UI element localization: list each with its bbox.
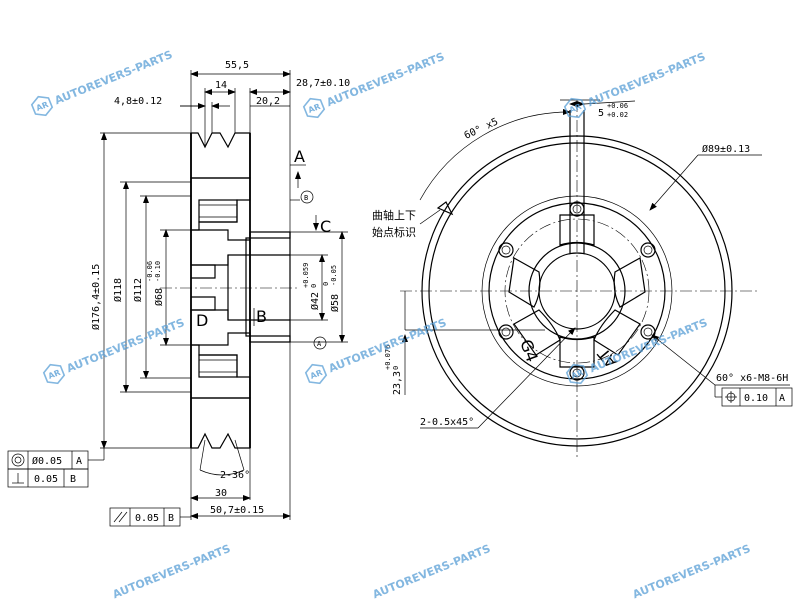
svg-text:AUTOREVERS-PARTS: AUTOREVERS-PARTS <box>111 542 233 600</box>
svg-text:AR: AR <box>307 102 322 115</box>
section-view <box>100 70 348 520</box>
dim-dia-42-lower: 0 <box>310 284 318 288</box>
datum-a-label: A <box>294 147 305 166</box>
position-value: 0.10 <box>744 393 768 404</box>
web-upper <box>190 229 291 266</box>
dim-dia-42-upper: +0.059 <box>302 263 310 288</box>
lower-groove-area <box>190 344 251 399</box>
dim-keyway-upper: +0.06 <box>607 102 628 110</box>
datum-b-label: B <box>256 307 267 326</box>
watermark-5: AR AUTOREVERS-PARTS <box>304 316 448 385</box>
dim-dia-68: Ø68 <box>153 288 165 306</box>
dim-dia-68-upper: -0.06 <box>146 261 154 282</box>
svg-text:AR: AR <box>568 102 583 115</box>
dim-dia-112: Ø112 <box>132 278 144 302</box>
svg-text:AR: AR <box>309 368 324 381</box>
dim-keyway: 5 <box>598 108 604 119</box>
dim-left-offset: 4,8±0.12 <box>114 96 162 107</box>
position-datum: A <box>779 393 785 404</box>
watermark-9: AUTOREVERS-PARTS <box>631 542 753 600</box>
watermark-3: AR AUTOREVERS-PARTS <box>563 50 708 119</box>
dim-dia-58-upper: 0 <box>322 282 330 286</box>
tolerance-frames: Ø0.05 A 0.05 B 0.05 B <box>7 387 793 527</box>
perpendicularity-datum: B <box>70 474 76 485</box>
perpendicularity-icon <box>12 473 24 484</box>
dim-hub-offset: 28,7±0.10 <box>296 78 350 89</box>
radial-slots <box>508 214 646 368</box>
concentricity-datum: A <box>76 456 82 467</box>
svg-text:AUTOREVERS-PARTS: AUTOREVERS-PARTS <box>631 542 753 600</box>
watermark-7: AUTOREVERS-PARTS <box>111 542 233 600</box>
dim-outer-diameter: Ø176,4±0.15 <box>90 264 102 330</box>
dim-groove-pitch: 14 <box>215 80 227 91</box>
engraving-g4: G4 <box>516 337 542 365</box>
watermark-4: AR AUTOREVERS-PARTS <box>42 316 187 385</box>
front-view <box>400 99 790 460</box>
dim-hub-23-upper: +0.076 <box>384 345 392 370</box>
watermark-1: AR AUTOREVERS-PARTS <box>30 48 174 117</box>
dim-dia-89: Ø89±0.13 <box>702 143 750 155</box>
svg-text:AR: AR <box>35 100 50 113</box>
parallelism-icon <box>113 511 128 523</box>
concentricity-icon <box>11 453 25 467</box>
dim-groove-angle: 2-36° <box>220 470 250 481</box>
svg-text:AUTOREVERS-PARTS: AUTOREVERS-PARTS <box>586 50 708 109</box>
svg-text:AUTOREVERS-PARTS: AUTOREVERS-PARTS <box>65 316 187 375</box>
datum-labels: A C D B B A <box>196 147 331 350</box>
section-dimensions: 55,5 14 28,7±0.10 4,8±0.12 20,2 Ø176,4±0… <box>90 60 350 516</box>
watermark-8: AUTOREVERS-PARTS <box>371 542 493 600</box>
upper-rim-section <box>190 132 251 179</box>
datum-b-circle: B <box>304 194 308 202</box>
position-icon <box>725 391 737 403</box>
dim-dia-58-lower: -0.05 <box>330 265 338 286</box>
svg-text:AR: AR <box>570 368 585 381</box>
dim-overall-width: 55,5 <box>225 60 249 71</box>
svg-text:AUTOREVERS-PARTS: AUTOREVERS-PARTS <box>371 542 493 600</box>
lower-rim-section <box>190 397 251 449</box>
dim-hub-23-lower: 0 <box>392 366 400 370</box>
crank-note-line1: 曲轴上下 <box>372 208 416 222</box>
watermark-6: AR AUTOREVERS-PARTS <box>565 316 709 385</box>
dim-width-30: 30 <box>215 488 227 499</box>
dim-dia-42: Ø42 <box>309 292 321 310</box>
dim-dia-68-lower: -0.10 <box>154 261 162 282</box>
crank-note-line2: 始点标识 <box>372 225 416 239</box>
datum-c-label: C <box>320 217 331 236</box>
perpendicularity-value: 0.05 <box>34 474 58 485</box>
dim-dia-58: Ø58 <box>329 294 341 312</box>
dim-chamfer: 2-0.5x45° <box>420 417 474 428</box>
svg-text:AR: AR <box>47 368 62 381</box>
dim-groove-section: 20,2 <box>256 96 280 107</box>
dim-width-50: 50,7±0.15 <box>210 505 264 516</box>
datum-d-label: D <box>196 311 208 330</box>
dim-keyway-lower: +0.02 <box>607 111 628 119</box>
datum-a-circle: A <box>317 340 322 348</box>
concentricity-value: Ø0.05 <box>32 455 62 467</box>
dim-dia-118: Ø118 <box>112 278 124 302</box>
front-dimensions: 60° x5 5 +0.06 +0.02 Ø89±0.13 23,3 +0.07… <box>372 102 788 428</box>
dim-hub-23: 23,3 <box>392 371 403 395</box>
dim-threads: 60° x6-M8-6H <box>716 373 788 384</box>
parallelism-datum: B <box>168 513 174 524</box>
parallelism-value: 0.05 <box>135 513 159 524</box>
